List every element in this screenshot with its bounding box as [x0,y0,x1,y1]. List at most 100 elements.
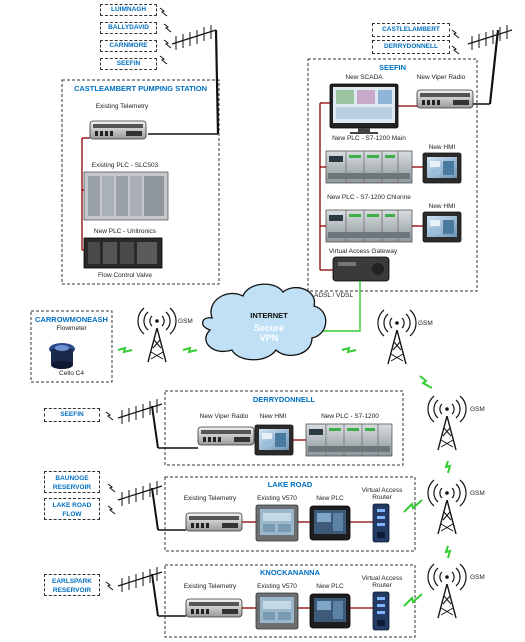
castlelambert-box [61,79,220,285]
lightning-icon [451,29,460,39]
hmi-icon [422,152,462,184]
v570-icon [255,504,299,542]
lightning-icon [163,23,172,33]
carrowmoneash-box [30,310,113,383]
wireless-link-icon [445,460,451,474]
hmi-label: New HMI [259,413,287,420]
gateway-label: Virtual Access Gateway [328,248,398,255]
lightning-icon [163,39,172,49]
plc-main-label: New PLC - S7-1200 Main [332,135,406,142]
router-icon [372,503,390,543]
adsl-label: ADSL / VDSL [314,292,354,299]
lightning-icon [159,7,168,17]
vpn-label: Secure VPN [230,323,308,343]
router-label: Virtual Access Router [361,487,403,501]
gsm-tower-icon [427,563,467,619]
lightning-icon [105,411,114,421]
carrowmoneash-title: CARROWMONEASH [35,315,108,324]
derrydonnell-box [164,390,404,466]
s7-1200-plc-icon [305,423,393,457]
tag-lake-road-flow: LAKE ROAD FLOW [44,498,100,520]
gsm-tower-icon [137,307,177,363]
tag-seefin: SEEFIN [100,58,157,70]
viper-radio-label: New Viper Radio [416,74,466,81]
gsm-label: GSM [418,320,433,327]
yagi-antenna-icon [467,24,513,51]
seefin-box [307,58,478,292]
new-plc-icon [309,593,351,629]
knockananna-title: KNOCKANANNA [260,568,320,577]
lake-road-box [164,476,416,552]
s7-1200-chlorine-plc-icon [325,209,413,243]
gsm-label: GSM [178,318,193,325]
yagi-antenna-icon [117,566,163,593]
tag-seefin: SEEFIN [44,408,100,422]
gsm-label: GSM [470,490,485,497]
wireless-link-icon [403,499,423,513]
lake-road-title: LAKE ROAD [267,480,313,489]
new-plc-label: New PLC [316,583,344,590]
v570-icon [255,592,299,630]
yagi-antenna-icon [117,480,163,507]
lightning-icon [159,55,168,65]
tag-luimnagh: LUIMNAGH [100,4,157,16]
wireless-link-icon [419,375,433,389]
new-plc-icon [309,505,351,541]
lightning-icon [451,45,460,55]
lightning-icon [107,505,116,515]
plc-chlorine-label: New PLC - S7-1200 Chlorine [327,194,411,201]
castlelambert-plc-label: Existing PLC - SLC503 [91,162,159,169]
gsm-tower-icon [427,479,467,535]
viper-radio-label: New Viper Radio [199,413,249,420]
tag-castlelambert: CASTLELAMBERT [372,23,450,37]
internet-cloud-icon [202,283,327,361]
wireless-link-icon [117,347,133,353]
router-label: Virtual Access Router [361,575,403,589]
new-plc-label: New PLC [316,495,344,502]
tag-ballydavid: BALLYDAVID [100,22,157,34]
wireless-link-icon [403,593,423,607]
internet-title: INTERNET [250,311,288,320]
gsm-tower-icon [427,395,467,451]
vpn-line-2: VPN [259,333,279,343]
v570-label: Existing V570 [257,583,297,590]
yagi-antenna-icon [171,24,217,51]
tag-carnmore: CARNMORE [100,40,157,52]
castlelambert-telemetry-label: Existing Telemetry [95,103,149,110]
s7-1200-main-plc-icon [325,150,413,184]
scada-label: New SCADA [345,74,383,81]
gsm-tower-icon [377,309,417,365]
yagi-antenna-icon [117,398,163,425]
hmi-label: New HMI [428,144,456,151]
viper-radio-icon [197,426,255,446]
tag-derrydonnell: DERRYDONNELL [372,40,450,54]
router-icon [372,591,390,631]
derrydonnell-title: DERRYDONNELL [252,395,316,404]
lightning-icon [107,483,116,493]
telemetry-unit-icon [185,512,243,532]
flowmeter-label: Flowmeter [56,325,87,332]
telemetry-unit-icon [89,120,147,140]
hmi-icon [254,424,294,456]
seefin-title: SEEFIN [378,63,407,72]
gsm-label: GSM [470,574,485,581]
telemetry-label: Existing Telemetry [183,495,237,502]
wireless-link-icon [182,347,198,353]
hmi-icon [422,211,462,243]
castlelambert-new-plc-label: New PLC - Unitronics [93,228,157,235]
v570-label: Existing V570 [257,495,297,502]
cello-label: Cello C4 [59,370,84,377]
hmi-label: New HMI [428,203,456,210]
gsm-label: GSM [470,406,485,413]
tag-baunoge-reservoir: BAUNOGE RESERVOIR [44,471,100,493]
castlelambert-valve-label: Flow Control Valve [97,272,153,279]
castlelambert-title: CASTLEAMBERT PUMPING STATION [73,84,208,93]
wireless-link-icon [445,545,451,559]
viper-radio-icon [416,89,474,109]
telemetry-label: Existing Telemetry [183,583,237,590]
lightning-icon [105,581,114,591]
telemetry-unit-icon [185,598,243,618]
vpn-line-1: Secure [253,323,285,333]
wireless-link-icon [341,347,357,353]
